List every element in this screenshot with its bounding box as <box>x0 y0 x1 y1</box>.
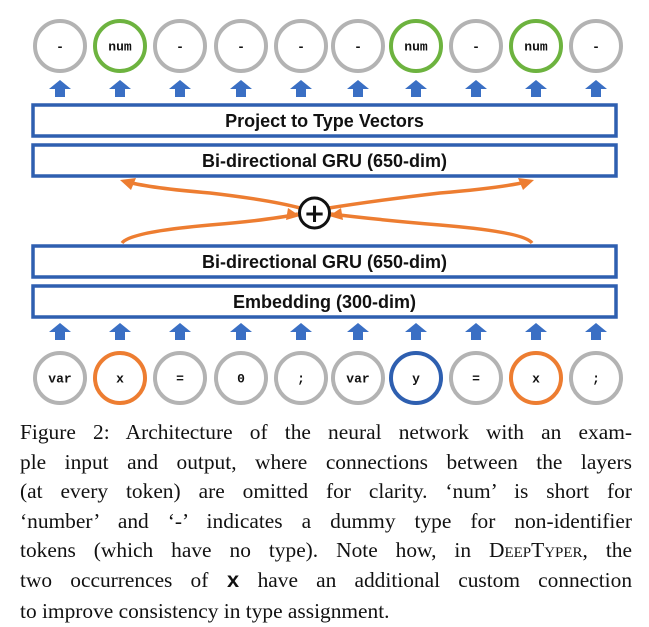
output-token-label: - <box>56 40 64 55</box>
output-token-circle <box>449 19 503 73</box>
input-token-circle <box>153 351 207 405</box>
center-right-arrowhead <box>329 208 343 220</box>
caption-line-4: ‘number’ and ‘-’ indicates a dummy type … <box>20 508 632 533</box>
output-token-circle <box>509 19 563 73</box>
output-token-label: - <box>176 40 184 55</box>
output-up-arrow <box>49 80 71 97</box>
figure-caption: Figure 2: Architecture of the neural net… <box>20 418 632 627</box>
architecture-diagram: - num - - - - num - num - Project to Type Vectors… <box>31 19 623 405</box>
output-up-arrow <box>347 80 369 97</box>
input-token-circle <box>331 351 385 405</box>
output-token-circle <box>214 19 268 73</box>
gru-bottom-layer-box <box>31 244 618 279</box>
output-token-row: - num - - - - num - num - <box>33 19 623 73</box>
gru-top-layer-box <box>31 143 618 178</box>
input-token-circle <box>214 351 268 405</box>
input-token-label: = <box>472 372 480 387</box>
output-up-arrow <box>169 80 191 97</box>
combine-node: + <box>298 196 331 230</box>
output-token-label: - <box>472 40 480 55</box>
output-token-circle <box>389 19 443 73</box>
project-layer-label: Project to Type Vectors <box>225 111 424 131</box>
input-token-circle <box>93 351 147 405</box>
output-up-arrow <box>585 80 607 97</box>
output-arrow-row <box>49 80 607 97</box>
right-arrowhead <box>518 178 534 190</box>
left-arrowhead <box>120 178 136 190</box>
output-token-label: - <box>592 40 600 55</box>
output-token-circle <box>93 19 147 73</box>
output-up-arrow <box>230 80 252 97</box>
input-token-label: = <box>176 372 184 387</box>
gru-top-layer-label: Bi-directional GRU (650-dim) <box>202 151 447 171</box>
caption-line-6: two occurrences of x have an additional … <box>20 566 632 598</box>
left-up-arrow-line <box>120 212 299 245</box>
input-up-arrow <box>347 323 369 340</box>
caption-line-3: (at every token) are omitted for clarity… <box>20 479 632 503</box>
output-token-label: - <box>354 40 362 55</box>
right-down-arrow-line <box>328 180 527 210</box>
input-up-arrow <box>109 323 131 340</box>
caption-line-2: ple input and output, where connections … <box>20 449 632 474</box>
input-token-circle <box>274 351 328 405</box>
input-token-label: x <box>532 372 540 387</box>
input-up-arrow <box>465 323 487 340</box>
caption-line-5-start: tokens (which have no type). Note how, i… <box>20 538 490 562</box>
center-left-arrowhead <box>286 208 300 220</box>
input-token-label: x <box>116 372 124 387</box>
output-token-circle <box>331 19 385 73</box>
input-arrow-row <box>49 323 607 340</box>
combine-circle <box>298 196 331 230</box>
gru-bottom-layer-label: Bi-directional GRU (650-dim) <box>202 252 447 272</box>
caption-line-6-end: have an additional custom connection <box>239 567 633 592</box>
input-token-label: var <box>346 372 369 387</box>
output-token-label: - <box>237 40 245 55</box>
input-up-arrow <box>290 323 312 340</box>
output-up-arrow <box>290 80 312 97</box>
input-up-arrow <box>405 323 427 340</box>
right-up-arrow-line <box>330 212 534 245</box>
input-token-row: var x = 0; var y = x; <box>33 351 623 405</box>
output-token-label: num <box>108 40 132 55</box>
output-token-label: - <box>297 40 305 55</box>
input-up-arrow <box>525 323 547 340</box>
output-token-label: num <box>524 40 548 55</box>
input-token-circle <box>33 351 87 405</box>
input-token-circle <box>509 351 563 405</box>
output-up-arrow <box>525 80 547 97</box>
input-token-label: ; <box>592 372 600 387</box>
input-token-label: ; <box>297 372 305 387</box>
plus-symbol: + <box>304 199 326 229</box>
input-token-circle <box>389 351 443 405</box>
input-up-arrow <box>230 323 252 340</box>
caption-line-5-end: , the <box>582 538 632 562</box>
output-up-arrow <box>465 80 487 97</box>
code-x: x <box>226 569 240 594</box>
output-token-circle <box>569 19 623 73</box>
output-up-arrow <box>109 80 131 97</box>
embedding-layer-label: Embedding (300-dim) <box>233 292 416 312</box>
caption-line-5: tokens (which have no type). Note how, i… <box>20 536 632 566</box>
input-token-label: y <box>412 372 420 387</box>
output-token-label: num <box>404 40 428 55</box>
project-layer-box <box>31 103 618 138</box>
output-up-arrow <box>405 80 427 97</box>
output-token-circle <box>274 19 328 73</box>
input-token-label: var <box>48 372 71 387</box>
combine-arrows <box>120 178 534 245</box>
embedding-layer-box <box>31 284 618 319</box>
input-token-circle <box>569 351 623 405</box>
caption-line-6-start: two occurrences of <box>20 567 227 592</box>
input-up-arrow <box>49 323 71 340</box>
input-token-label: 0 <box>237 372 245 387</box>
caption-line-1: Figure 2: Architecture of the neural net… <box>20 420 632 444</box>
output-token-circle <box>153 19 207 73</box>
left-down-arrow-line <box>127 180 301 210</box>
input-up-arrow <box>585 323 607 340</box>
output-token-circle <box>33 19 87 73</box>
input-token-circle <box>449 351 503 405</box>
input-up-arrow <box>169 323 191 340</box>
tool-name: DeepTyper <box>489 538 583 562</box>
caption-line-7: to improve consistency in type assignmen… <box>20 599 390 623</box>
